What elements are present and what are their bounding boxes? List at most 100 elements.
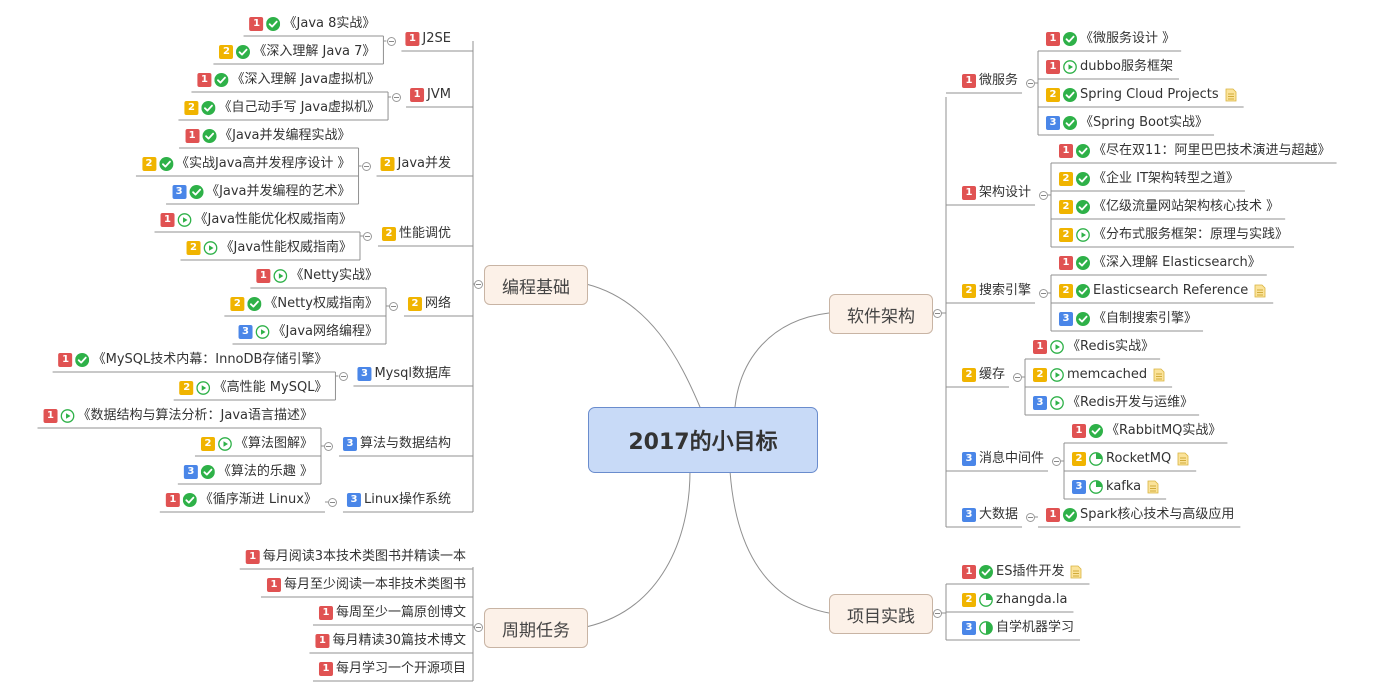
leaf-node[interactable]: 2《Java性能权威指南》 xyxy=(186,238,352,258)
leaf-node[interactable]: 2《亿级流量网站架构核心技术 》 xyxy=(1059,197,1279,217)
collapse-toggle-icon[interactable] xyxy=(1038,288,1048,298)
branch-programming[interactable]: 编程基础 xyxy=(484,265,588,305)
leaf-node[interactable]: 1《Java并发编程实战》 xyxy=(185,126,351,146)
task-done-icon xyxy=(1076,172,1091,186)
collapse-toggle-icon[interactable] xyxy=(391,92,401,102)
leaf-node[interactable]: 1《深入理解 Elasticsearch》 xyxy=(1059,253,1261,273)
leaf-node[interactable]: 1《MySQL技术内幕：InnoDB存储引擎》 xyxy=(58,350,327,370)
collapse-toggle-icon[interactable] xyxy=(1012,372,1022,382)
collapse-toggle-icon[interactable] xyxy=(389,301,399,311)
leaf-node[interactable]: 1《RabbitMQ实战》 xyxy=(1072,421,1221,441)
priority-3-icon: 3 xyxy=(1046,116,1061,130)
central-topic[interactable]: 2017的小目标 xyxy=(588,407,818,473)
collapse-toggle-icon[interactable] xyxy=(1038,190,1048,200)
note-icon[interactable] xyxy=(1224,88,1238,102)
note-icon[interactable] xyxy=(1152,368,1166,382)
leaf-node[interactable]: 2《Netty权威指南》 xyxy=(230,294,378,314)
collapse-toggle-icon[interactable] xyxy=(1025,78,1035,88)
collapse-toggle-icon[interactable] xyxy=(473,279,483,289)
collapse-toggle-icon[interactable] xyxy=(363,231,373,241)
branch-architecture[interactable]: 软件架构 xyxy=(829,294,933,334)
leaf-node[interactable]: 2《分布式服务框架：原理与实践》 xyxy=(1059,225,1288,245)
leaf-node[interactable]: 1《Java 8实战》 xyxy=(249,14,376,34)
collapse-toggle-icon[interactable] xyxy=(386,36,396,46)
leaf-node[interactable]: 3《Java网络编程》 xyxy=(238,322,378,342)
task-start-icon xyxy=(255,325,270,339)
leaf-node[interactable]: 1《尽在双11：阿里巴巴技术演进与超越》 xyxy=(1059,141,1331,161)
project-task-node-label: ES插件开发 xyxy=(996,564,1065,579)
note-icon[interactable] xyxy=(1069,565,1083,579)
priority-1-icon: 1 xyxy=(962,74,976,88)
collapse-toggle-icon[interactable] xyxy=(324,441,334,451)
priority-1-icon: 1 xyxy=(165,493,180,507)
branch-projects[interactable]: 项目实践 xyxy=(829,594,933,634)
leaf-node[interactable]: 2《高性能 MySQL》 xyxy=(179,378,327,398)
leaf-node[interactable]: 1《循序渐进 Linux》 xyxy=(165,490,317,510)
leaf-node[interactable]: 3《算法的乐趣 》 xyxy=(183,462,313,482)
note-icon[interactable] xyxy=(1176,452,1190,466)
task-start-icon xyxy=(1050,368,1064,382)
priority-1-icon: 1 xyxy=(1072,424,1087,438)
priority-3-icon: 3 xyxy=(962,621,976,635)
leaf-node[interactable]: 3《Spring Boot实战》 xyxy=(1046,113,1208,133)
category-node-label: Linux操作系统 xyxy=(363,492,451,507)
leaf-node[interactable]: 1《数据结构与算法分析：Java语言描述》 xyxy=(43,406,313,426)
leaf-node[interactable]: 1《Java性能优化权威指南》 xyxy=(160,210,352,230)
leaf-node[interactable]: 1《微服务设计 》 xyxy=(1046,29,1175,49)
leaf-node[interactable]: 2《深入理解 Java 7》 xyxy=(219,42,375,62)
leaf-node[interactable]: 2《企业 IT架构转型之道》 xyxy=(1059,169,1239,189)
collapse-toggle-icon[interactable] xyxy=(473,622,483,632)
leaf-node[interactable]: 2《实战Java高并发程序设计 》 xyxy=(141,154,351,174)
task-done-icon xyxy=(1063,88,1078,102)
collapse-toggle-icon[interactable] xyxy=(338,371,348,381)
collapse-toggle-icon[interactable] xyxy=(932,308,942,318)
leaf-node[interactable]: 2《自己动手写 Java虚拟机》 xyxy=(184,98,380,118)
leaf-node[interactable]: 3《自制搜索引擎》 xyxy=(1059,309,1197,329)
leaf-node[interactable]: 1《Netty实战》 xyxy=(256,266,378,286)
branch-periodic[interactable]: 周期任务 xyxy=(484,608,588,648)
note-icon[interactable] xyxy=(1253,284,1267,298)
collapse-toggle-icon[interactable] xyxy=(328,497,338,507)
collapse-toggle-icon[interactable] xyxy=(1051,456,1061,466)
collapse-toggle-icon[interactable] xyxy=(932,608,942,618)
note-icon[interactable] xyxy=(1146,480,1160,494)
leaf-node[interactable]: 3《Redis开发与运维》 xyxy=(1033,393,1193,413)
collapse-toggle-icon[interactable] xyxy=(362,161,372,171)
leaf-node[interactable]: 2《算法图解》 xyxy=(200,434,313,454)
leaf-node-label: 《Redis开发与运维》 xyxy=(1067,395,1194,410)
leaf-node-label: 《Java 8实战》 xyxy=(283,16,376,31)
leaf-node[interactable]: 1《深入理解 Java虚拟机》 xyxy=(197,70,380,90)
leaf-node[interactable]: 1《Redis实战》 xyxy=(1033,337,1154,357)
collapse-toggle-icon[interactable] xyxy=(1025,512,1035,522)
leaf-node[interactable]: 3《Java并发编程的艺术》 xyxy=(172,182,351,202)
